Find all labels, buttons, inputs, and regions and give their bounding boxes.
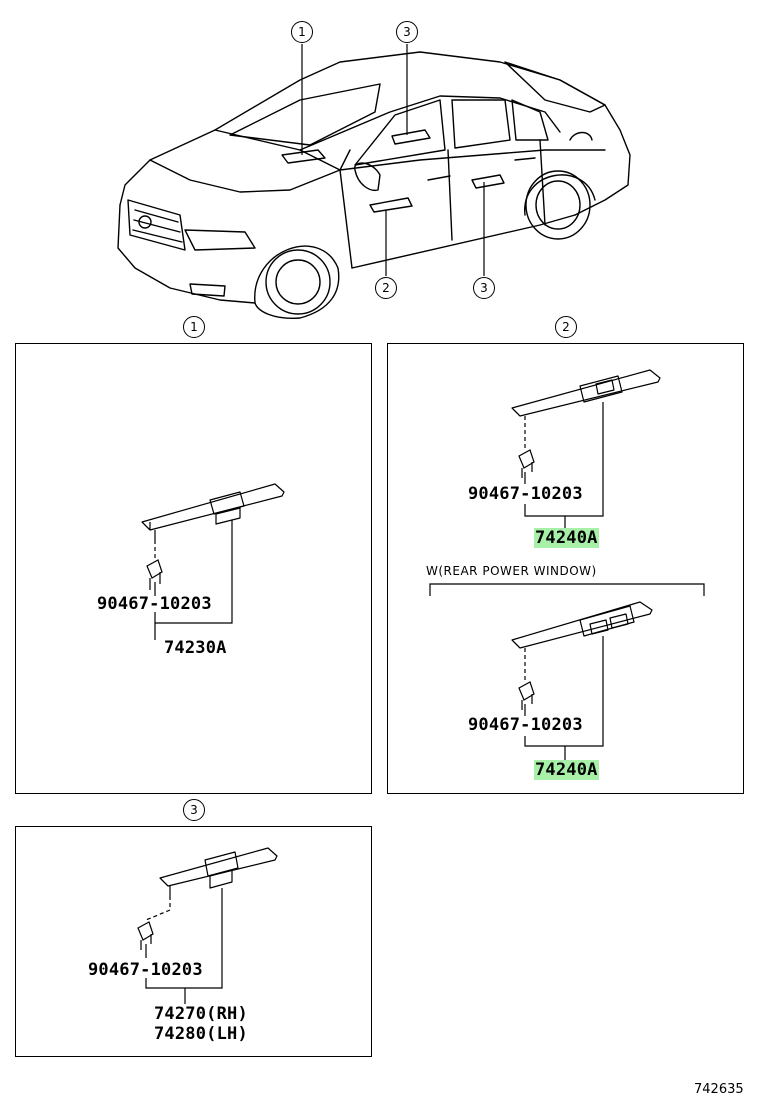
panel-2-variant-switch-part[interactable]: 74240A: [534, 760, 599, 780]
panel-1-switch-part: 74230A: [164, 638, 227, 658]
panel-3-callout: 3: [183, 799, 205, 821]
panel-2-screw-part: 90467-10203: [468, 484, 583, 504]
panel-2-callout: 2: [555, 316, 577, 338]
panel-3-switch-part-rh[interactable]: 74270(RH): [154, 1004, 248, 1024]
panel-2-switch-part[interactable]: 74240A: [534, 528, 599, 548]
panel-1-callout: 1: [183, 316, 205, 338]
panel-1: [15, 343, 372, 794]
diagram-reference-number: 742635: [694, 1082, 744, 1097]
car-callout-3-rear[interactable]: 3: [473, 277, 495, 299]
car-callout-1[interactable]: 1: [291, 21, 313, 43]
panel-1-screw-part: 90467-10203: [97, 594, 212, 614]
panel-3: [15, 826, 372, 1057]
car-icon: [117, 51, 631, 319]
car-overview: [117, 44, 631, 319]
panel-3-screw-part: 90467-10203: [88, 960, 203, 980]
panel-3-switch-part-lh[interactable]: 74280(LH): [154, 1024, 248, 1044]
car-callout-3-front[interactable]: 3: [396, 21, 418, 43]
panel-2: [387, 343, 744, 794]
car-callout-2[interactable]: 2: [375, 277, 397, 299]
panel-2-variant-screw-part: 90467-10203: [468, 715, 583, 735]
panel-2-variant-note: W(REAR POWER WINDOW): [426, 564, 597, 578]
